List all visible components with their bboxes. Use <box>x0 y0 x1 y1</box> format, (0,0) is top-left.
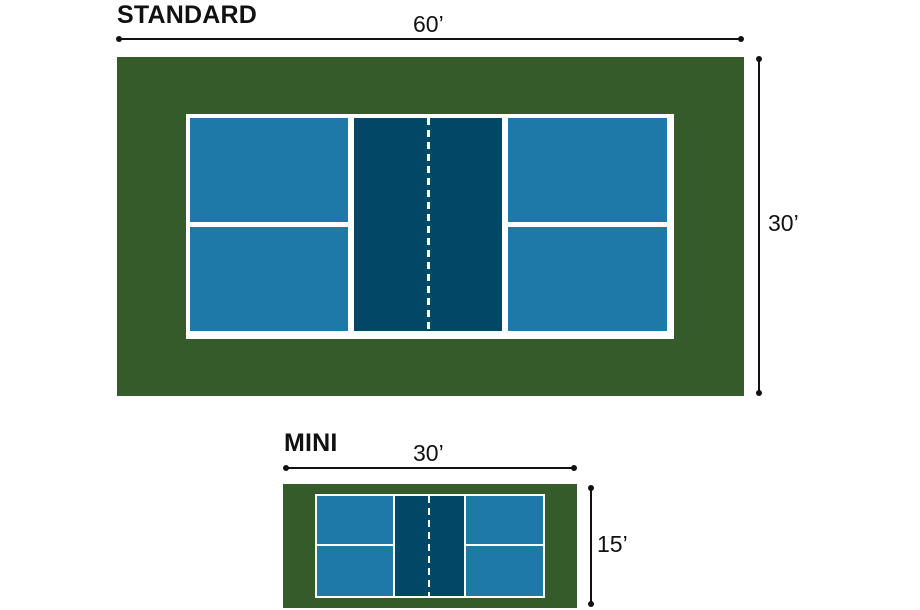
mini-length-end-dot <box>571 465 577 471</box>
mini-left-service-box-bottom <box>317 546 393 596</box>
mini-width-label: 15’ <box>597 531 628 557</box>
mini-length-label: 30’ <box>413 440 444 466</box>
mini-length-line <box>286 467 574 469</box>
mini-left-service-box-top <box>317 496 393 544</box>
standard-width-line <box>758 59 760 393</box>
standard-title: STANDARD <box>117 1 258 29</box>
standard-left-service-box-top <box>190 118 348 222</box>
standard-net-line <box>427 118 430 331</box>
standard-left-service-box-bottom <box>190 227 348 331</box>
standard-width-end-dot <box>756 390 762 396</box>
mini-length-start-dot <box>283 465 289 471</box>
standard-right-service-box-bottom <box>508 227 667 331</box>
mini-right-service-box-bottom <box>466 546 543 596</box>
standard-length-label: 60’ <box>413 11 444 37</box>
standard-width-start-dot <box>756 56 762 62</box>
standard-court <box>186 114 674 339</box>
mini-width-line <box>590 488 592 605</box>
standard-width-label: 30’ <box>768 210 799 236</box>
mini-width-end-dot <box>588 601 594 607</box>
mini-right-service-box-top <box>466 496 543 544</box>
standard-length-line <box>119 38 741 40</box>
mini-court <box>315 494 545 598</box>
standard-length-end-dot <box>738 36 744 42</box>
standard-court-surround <box>117 57 744 396</box>
mini-title: MINI <box>284 429 338 457</box>
standard-right-service-box-top <box>508 118 667 222</box>
mini-width-start-dot <box>588 485 594 491</box>
standard-length-start-dot <box>116 36 122 42</box>
mini-court-surround <box>283 484 577 608</box>
mini-net-line <box>428 496 430 596</box>
